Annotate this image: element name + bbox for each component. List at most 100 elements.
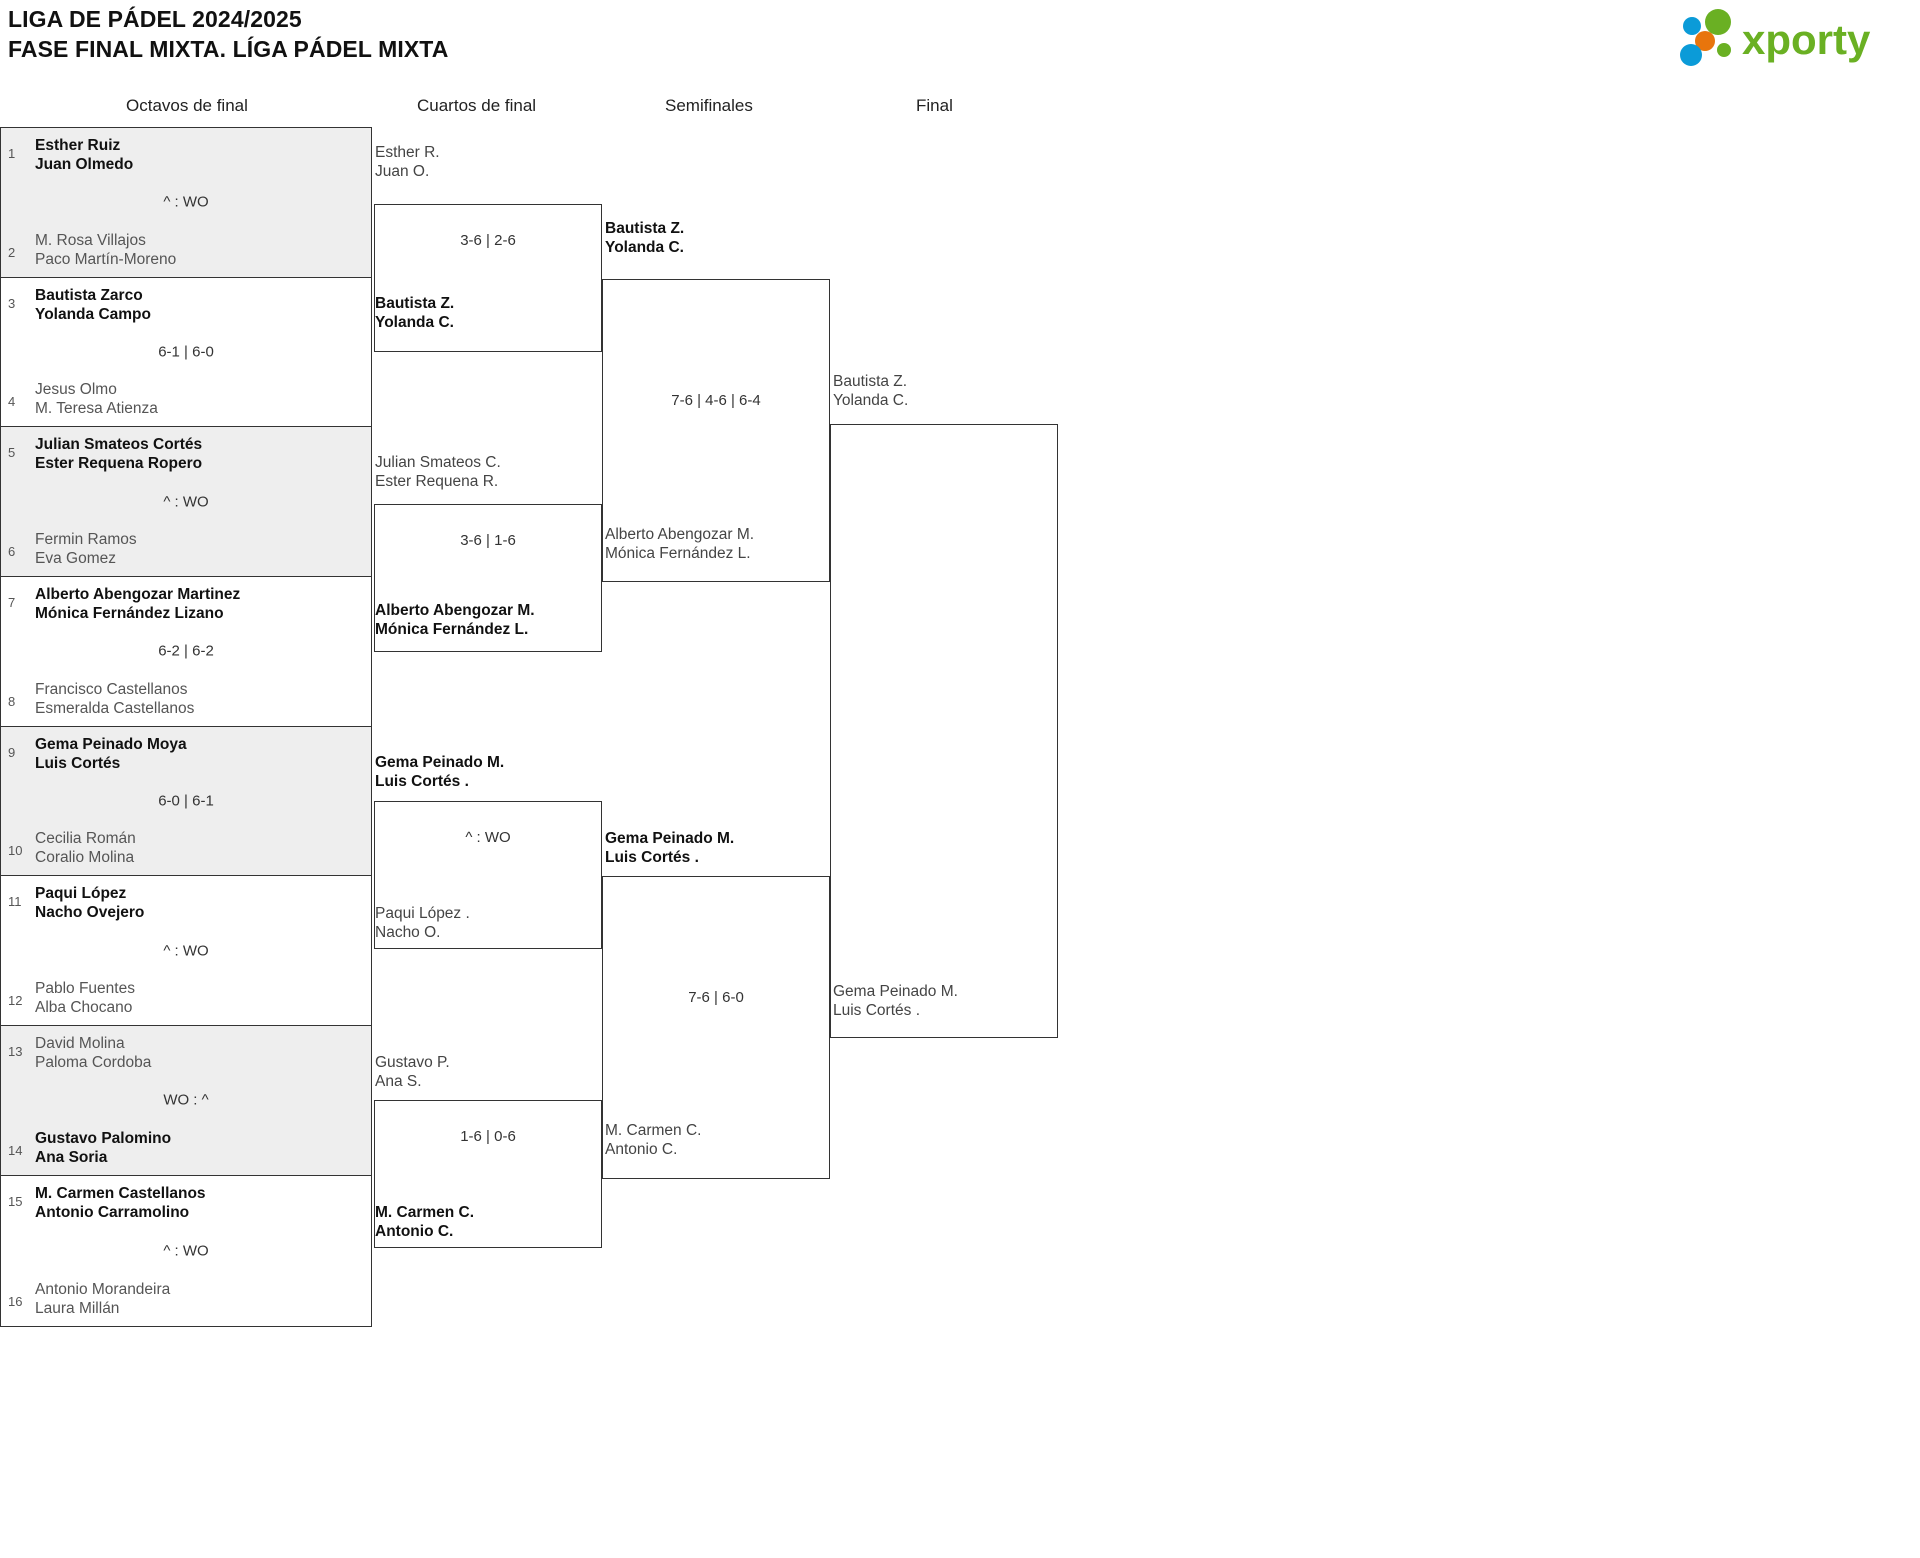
match-score: 1-6 | 0-6 xyxy=(460,1128,516,1145)
cuartos-match-2-box[interactable]: 3-6 | 1-6 xyxy=(374,504,602,652)
semis-2-team-bottom: M. Carmen C. Antonio C. xyxy=(605,1121,701,1159)
player-name: Julian Smateos C. xyxy=(375,454,501,471)
seed-number: 10 xyxy=(8,843,23,859)
seed-number: 2 xyxy=(8,244,16,260)
player-name: M. Carmen Castellanos xyxy=(35,1184,206,1202)
match-score: 7-6 | 4-6 | 6-4 xyxy=(671,392,761,409)
player-name: Yolanda C. xyxy=(605,239,684,256)
octavos-match-5[interactable]: 9 Gema Peinado Moya Luis Cortés 6-0 | 6-… xyxy=(1,726,371,877)
player-name: Ester Requena R. xyxy=(375,473,499,490)
final-match-box[interactable] xyxy=(830,424,1058,1038)
round-header-final: Final xyxy=(916,96,953,115)
match-score: 3-6 | 1-6 xyxy=(460,532,516,549)
player-name: Gema Peinado M. xyxy=(605,830,735,847)
player-name: Gustavo P. xyxy=(375,1054,450,1071)
match-score: 3-6 | 2-6 xyxy=(460,232,516,249)
team-bottom: Antonio Morandeira Laura Millán xyxy=(35,1280,365,1318)
player-name: Eva Gomez xyxy=(35,550,116,568)
final-team-top: Bautista Z. Yolanda C. xyxy=(833,372,908,410)
octavos-match-8[interactable]: 15 M. Carmen Castellanos Antonio Carramo… xyxy=(1,1176,371,1326)
player-name: Mónica Fernández L. xyxy=(605,545,751,562)
octavos-match-6[interactable]: 11 Paqui López Nacho Ovejero ^ : WO 12 P… xyxy=(1,876,371,1027)
octavos-match-7[interactable]: 13 David Molina Paloma Cordoba WO : ^ 14… xyxy=(1,1026,371,1176)
player-name: Coralio Molina xyxy=(35,849,135,867)
player-name: Paco Martín-Moreno xyxy=(35,250,177,268)
cuartos-1-team-bottom: Bautista Z. Yolanda C. xyxy=(375,294,454,332)
player-name: Alberto Abengozar M. xyxy=(605,526,755,543)
seed-number: 11 xyxy=(8,894,22,910)
seed-number: 9 xyxy=(8,744,16,760)
seed-number: 6 xyxy=(8,544,16,560)
semis-match-2-box[interactable]: 7-6 | 6-0 xyxy=(602,876,830,1179)
cuartos-2-team-bottom: Alberto Abengozar M. Mónica Fernández L. xyxy=(375,601,535,639)
match-score: ^ : WO xyxy=(465,829,511,846)
match-score: WO : ^ xyxy=(163,1091,209,1109)
player-name: Yolanda C. xyxy=(833,392,909,409)
match-score: 6-2 | 6-2 xyxy=(158,642,214,660)
seed-number: 4 xyxy=(8,394,16,410)
title-line-2: FASE FINAL MIXTA. LÍGA PÁDEL MIXTA xyxy=(8,36,449,62)
player-name: Julian Smateos Cortés xyxy=(35,436,203,454)
team-bottom: Jesus Olmo M. Teresa Atienza xyxy=(35,380,365,418)
team-top: M. Carmen Castellanos Antonio Carramolin… xyxy=(35,1184,365,1222)
semis-match-1-box[interactable]: 7-6 | 4-6 | 6-4 xyxy=(602,279,830,582)
octavos-match-3[interactable]: 5 Julian Smateos Cortés Ester Requena Ro… xyxy=(1,427,371,578)
octavos-match-4[interactable]: 7 Alberto Abengozar Martinez Mónica Fern… xyxy=(1,577,371,727)
cuartos-match-1-box[interactable]: 3-6 | 2-6 xyxy=(374,204,602,352)
team-bottom: Fermin Ramos Eva Gomez xyxy=(35,530,365,568)
player-name: Esmeralda Castellanos xyxy=(35,699,195,717)
team-bottom: Pablo Fuentes Alba Chocano xyxy=(35,979,365,1017)
player-name: Alba Chocano xyxy=(35,999,133,1017)
semis-1-team-top: Bautista Z. Yolanda C. xyxy=(605,219,684,257)
octavos-match-1[interactable]: 1 Esther Ruiz Juan Olmedo ^ : WO 2 M. Ro… xyxy=(1,128,371,278)
octavos-match-2[interactable]: 3 Bautista Zarco Yolanda Campo 6-1 | 6-0… xyxy=(1,278,371,428)
player-name: Alberto Abengozar Martinez xyxy=(35,586,241,604)
player-name: Ana S. xyxy=(375,1073,422,1090)
player-name: Cecilia Román xyxy=(35,830,136,848)
team-top: Gema Peinado Moya Luis Cortés xyxy=(35,735,365,773)
team-bottom: M. Rosa Villajos Paco Martín-Moreno xyxy=(35,231,365,269)
seed-number: 7 xyxy=(8,595,16,611)
player-name: Jesus Olmo xyxy=(35,381,117,399)
player-name: M. Rosa Villajos xyxy=(35,231,146,249)
player-name: Luis Cortés . xyxy=(833,1002,921,1019)
team-top: Alberto Abengozar Martinez Mónica Fernán… xyxy=(35,585,365,623)
player-name: David Molina xyxy=(35,1035,125,1053)
title-line-1: LIGA DE PÁDEL 2024/2025 xyxy=(8,6,302,32)
player-name: M. Carmen C. xyxy=(375,1204,475,1221)
seed-number: 15 xyxy=(8,1193,23,1209)
team-bottom: Gustavo Palomino Ana Soria xyxy=(35,1129,365,1167)
player-name: Ana Soria xyxy=(35,1148,108,1166)
player-name: Antonio C. xyxy=(605,1141,678,1158)
cuartos-match-4-box[interactable]: 1-6 | 0-6 xyxy=(374,1100,602,1248)
player-name: Paloma Cordoba xyxy=(35,1054,152,1072)
cuartos-4-team-top: Gustavo P. Ana S. xyxy=(375,1053,450,1091)
player-name: Gema Peinado Moya xyxy=(35,735,187,753)
xporty-logo: xporty xyxy=(1670,8,1900,68)
seed-number: 1 xyxy=(8,146,16,161)
seed-number: 13 xyxy=(8,1044,23,1060)
player-name: M. Teresa Atienza xyxy=(35,400,158,418)
player-name: Esther R. xyxy=(375,144,440,161)
final-team-bottom: Gema Peinado M. Luis Cortés . xyxy=(833,982,958,1020)
octavos-column: 1 Esther Ruiz Juan Olmedo ^ : WO 2 M. Ro… xyxy=(0,127,372,1327)
player-name: Gema Peinado M. xyxy=(375,754,505,771)
player-name: M. Carmen C. xyxy=(605,1122,702,1139)
match-score: 7-6 | 6-0 xyxy=(688,989,744,1006)
cuartos-match-3-box[interactable]: ^ : WO xyxy=(374,801,602,949)
match-score: ^ : WO xyxy=(163,942,209,960)
player-name: Gema Peinado M. xyxy=(833,983,958,1000)
team-bottom: Cecilia Román Coralio Molina xyxy=(35,829,365,867)
player-name: Gustavo Palomino xyxy=(35,1129,172,1147)
team-bottom: Francisco Castellanos Esmeralda Castella… xyxy=(35,680,365,718)
match-score: 6-1 | 6-0 xyxy=(158,343,214,361)
player-name: Yolanda Campo xyxy=(35,305,151,323)
seed-number: 16 xyxy=(8,1293,23,1309)
player-name: Juan O. xyxy=(375,163,430,180)
player-name: Ester Requena Ropero xyxy=(35,455,203,473)
player-name: Luis Cortés xyxy=(35,754,121,772)
player-name: Mónica Fernández L. xyxy=(375,621,529,638)
cuartos-4-team-bottom: M. Carmen C. Antonio C. xyxy=(375,1203,474,1241)
